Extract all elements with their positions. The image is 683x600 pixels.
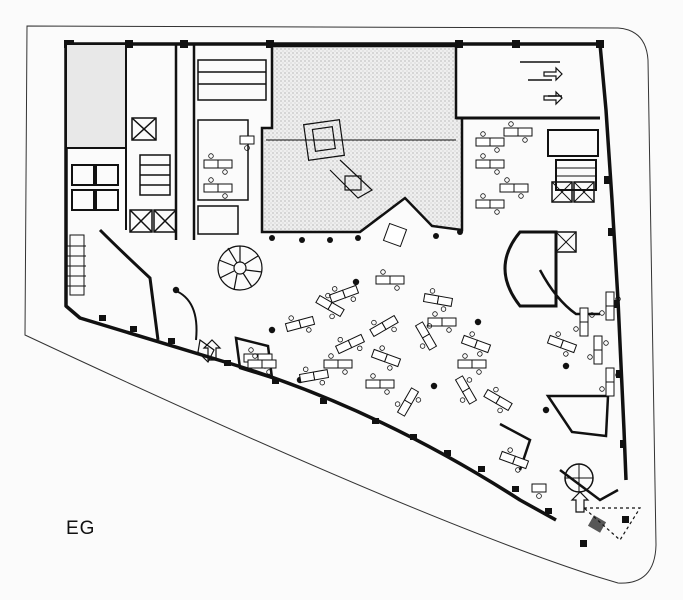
floor-label: EG xyxy=(66,518,96,539)
left-stair xyxy=(66,245,86,287)
office-desks xyxy=(203,121,621,533)
site-boundary xyxy=(24,25,657,584)
right-service-zone xyxy=(456,61,600,316)
service-core-left xyxy=(65,43,160,341)
spiral-staircase xyxy=(217,245,263,291)
stair-and-lifts-left xyxy=(129,44,267,240)
structural-columns xyxy=(172,278,570,414)
entrance-arrows xyxy=(202,66,642,541)
atrium-courtyard xyxy=(260,44,464,243)
corner-rooms xyxy=(173,289,619,502)
